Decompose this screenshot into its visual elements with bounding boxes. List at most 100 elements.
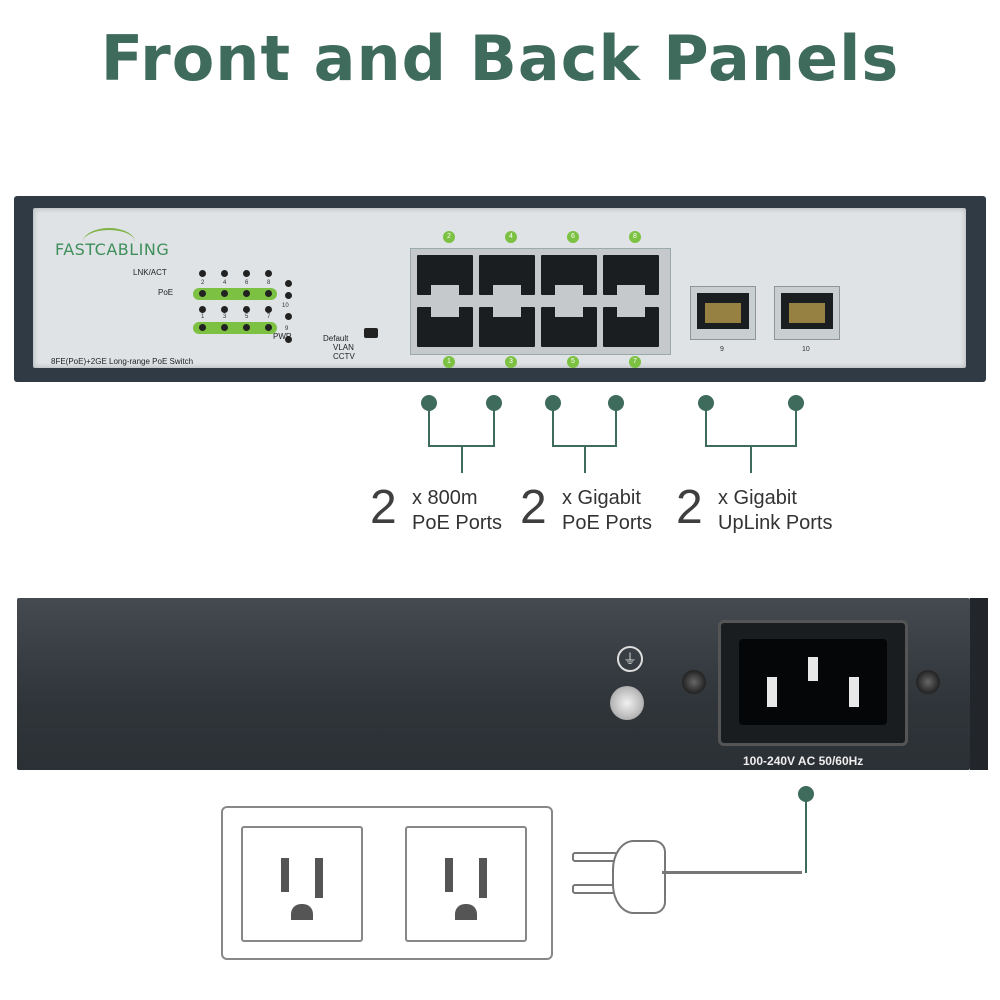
led-lnk-3 bbox=[221, 306, 228, 313]
poe-label: PoE bbox=[158, 288, 174, 297]
callout-dot-2a bbox=[545, 395, 561, 411]
front-panel: FASTCABLING LNK/ACT PoE PWR 2 4 6 8 10 9… bbox=[14, 196, 986, 382]
mode-switch[interactable] bbox=[364, 328, 378, 338]
callout-line1: x Gigabit bbox=[562, 487, 641, 509]
callout-line bbox=[795, 410, 797, 446]
screw-icon bbox=[916, 670, 940, 694]
rj45-port-7[interactable] bbox=[603, 307, 659, 347]
power-callout-line bbox=[805, 800, 807, 873]
power-inlet[interactable] bbox=[718, 620, 908, 746]
callout-dot-2b bbox=[608, 395, 624, 411]
outlet-slot bbox=[281, 858, 289, 892]
rj45-port-5[interactable] bbox=[541, 307, 597, 347]
callout-dot-1a bbox=[421, 395, 437, 411]
led-10 bbox=[285, 313, 292, 320]
wall-outlet-icon bbox=[221, 806, 553, 960]
power-pin bbox=[767, 677, 777, 707]
callout-line bbox=[493, 410, 495, 446]
ground-symbol-icon: ⏚ bbox=[617, 646, 643, 672]
callout-line bbox=[615, 410, 617, 446]
led-poe-7 bbox=[265, 324, 272, 331]
port-number-4: 4 bbox=[505, 231, 517, 243]
port-number-7: 7 bbox=[629, 356, 641, 368]
led-num-9: 9 bbox=[285, 326, 289, 332]
uplink-label-10: 10 bbox=[802, 346, 810, 353]
port-number-8: 8 bbox=[629, 231, 641, 243]
callout-line2: PoE Ports bbox=[562, 512, 653, 534]
outlet-slot bbox=[315, 858, 323, 898]
led-9-mid bbox=[285, 292, 292, 299]
uplink-port-10[interactable] bbox=[774, 286, 840, 340]
power-plug-icon bbox=[612, 840, 666, 914]
screw-icon bbox=[682, 670, 706, 694]
callout-count: 2 bbox=[676, 481, 703, 534]
callout-line bbox=[428, 410, 430, 446]
mode-vlan-label: VLAN bbox=[333, 343, 354, 352]
power-callout-dot bbox=[798, 786, 814, 802]
callout-line1: x Gigabit bbox=[718, 487, 797, 509]
uplink-port-10-socket bbox=[781, 293, 833, 329]
led-lnk-5 bbox=[243, 306, 250, 313]
rj45-port-2[interactable] bbox=[417, 255, 473, 295]
power-pin bbox=[808, 657, 818, 681]
outlet-slot bbox=[445, 858, 453, 892]
rj45-port-6[interactable] bbox=[541, 255, 597, 295]
callout-line bbox=[552, 410, 554, 446]
led-lnk-6 bbox=[243, 270, 250, 277]
outlet-socket-icon bbox=[241, 826, 363, 942]
rj45-port-8[interactable] bbox=[603, 255, 659, 295]
led-lnk-7 bbox=[265, 306, 272, 313]
port-number-6: 6 bbox=[567, 231, 579, 243]
poe-port-block bbox=[410, 248, 671, 355]
uplink-label-9: 9 bbox=[720, 346, 724, 353]
led-lnk-4 bbox=[221, 270, 228, 277]
led-poe-1 bbox=[199, 324, 206, 331]
led-num-6: 6 bbox=[245, 280, 249, 286]
callout-text: x 800m PoE Ports bbox=[412, 486, 502, 536]
poe-led-bar-top bbox=[193, 288, 277, 300]
callout-dot-3b bbox=[788, 395, 804, 411]
callout-line2: UpLink Ports bbox=[718, 512, 833, 534]
logo-arc-icon bbox=[83, 228, 135, 256]
power-pin bbox=[849, 677, 859, 707]
uplink-port-9-socket bbox=[697, 293, 749, 329]
ground-screw-icon bbox=[610, 686, 644, 720]
callout-count: 2 bbox=[370, 481, 397, 534]
voltage-label: 100-240V AC 50/60Hz bbox=[743, 754, 864, 768]
led-9-top bbox=[285, 280, 292, 287]
led-poe-4 bbox=[221, 290, 228, 297]
outlet-socket-icon bbox=[405, 826, 527, 942]
mode-cctv-label: CCTV bbox=[333, 352, 355, 361]
mode-default-label: Default bbox=[323, 334, 349, 343]
led-num-8: 8 bbox=[267, 280, 271, 286]
outlet-ground bbox=[291, 904, 313, 920]
poe-led-bar-bottom bbox=[193, 322, 277, 334]
brand-logo: FASTCABLING bbox=[55, 240, 170, 259]
port-number-1: 1 bbox=[443, 356, 455, 368]
outlet-slot bbox=[479, 858, 487, 898]
callout-line1: x 800m bbox=[412, 487, 478, 509]
callout-line bbox=[750, 445, 752, 473]
led-poe-3 bbox=[221, 324, 228, 331]
rj45-port-4[interactable] bbox=[479, 255, 535, 295]
led-num-5: 5 bbox=[245, 314, 249, 320]
port-number-5: 5 bbox=[567, 356, 579, 368]
led-num-10: 10 bbox=[282, 303, 289, 309]
led-num-7: 7 bbox=[267, 314, 271, 320]
led-num-3: 3 bbox=[223, 314, 227, 320]
callout-dot-1b bbox=[486, 395, 502, 411]
rj45-port-3[interactable] bbox=[479, 307, 535, 347]
power-cord bbox=[662, 871, 802, 874]
callout-line bbox=[461, 445, 463, 473]
product-name: 8FE(PoE)+2GE Long-range PoE Switch bbox=[51, 357, 194, 366]
page-title: Front and Back Panels bbox=[100, 22, 900, 95]
callout-dot-3a bbox=[698, 395, 714, 411]
led-poe-8 bbox=[265, 290, 272, 297]
callout-line bbox=[584, 445, 586, 473]
lnk-act-label: LNK/ACT bbox=[133, 268, 167, 277]
plug-prong bbox=[572, 852, 618, 862]
rj45-port-1[interactable] bbox=[417, 307, 473, 347]
callout-line2: PoE Ports bbox=[412, 512, 503, 534]
callout-line bbox=[705, 410, 707, 446]
uplink-port-9[interactable] bbox=[690, 286, 756, 340]
